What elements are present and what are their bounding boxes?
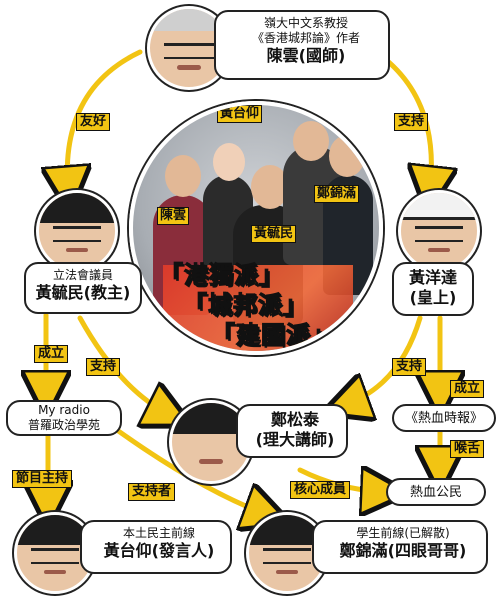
civic-passion-label: 熱血公民 [409,485,462,500]
zheng-songtai-name: 鄭松泰 [270,410,319,429]
huang-taiyang-box: 本土民主前線 黃台仰(發言人) [80,520,232,574]
arrow-top-to-left [67,49,143,190]
edge-label-friendly: 友好 [76,113,111,131]
arrow-right-to-center [345,315,423,405]
edge-label-supporter: 支持者 [128,483,176,501]
rehotimes-label: 《熱血時報》 [404,411,483,426]
huang-yumin-name: 黃毓民(教主) [35,283,131,302]
arrow-left-to-center [77,315,170,415]
huang-yangda-portrait [398,190,480,272]
edge-label-founded-left: 成立 [34,345,69,363]
huang-yumin-box: 立法會議員 黃毓民(教主) [24,262,142,314]
edge-label-support-top-right: 支持 [394,113,429,131]
photo-label-zheng-jinman: 鄭錦滿 [314,185,360,203]
arrow-top-to-right [377,52,431,190]
huang-taiyang-name: 黃台仰(發言人) [103,541,215,560]
photo-label-huang-yumin: 黃毓民 [251,225,297,243]
huang-yangda-title: (皇上) [409,288,457,307]
zheng-jinman-name: 鄭錦滿(四眼哥哥) [339,541,467,560]
huang-yangda-name: 黃洋達 [408,268,457,287]
slogan-hk-independence: 「港獨派」 [159,260,284,290]
myradio-box: My radio 普羅政治學苑 [6,400,122,436]
slogan-nation-building: 「建國派」 [211,320,336,350]
chen-yun-name: 陳雲(國師) [266,46,346,65]
chen-yun-book: 《香港城邦論》作者 [251,31,360,45]
group-photo: 黃台仰 鄭錦滿 陳雲 黃毓民 「港獨派」 「城邦派」 「建國派」 [129,101,383,355]
slogan-city-state: 「城邦派」 [183,290,308,320]
myradio-subtitle: 普羅政治學苑 [27,418,100,432]
photo-label-huang-taiyang: 黃台仰 [217,105,263,123]
huang-taiyang-org: 本土民主前線 [122,526,195,540]
rehotimes-box: 《熱血時報》 [392,404,496,432]
chen-yun-box: 嶺大中文系教授 《香港城邦論》作者 陳雲(國師) [214,10,390,80]
edge-label-founded-right: 成立 [450,380,485,398]
huang-yumin-title: 立法會議員 [52,268,113,282]
civic-passion-box: 熱血公民 [386,478,486,506]
myradio-name: My radio [38,403,90,417]
edge-label-support-left: 支持 [86,358,121,376]
chen-yun-title: 嶺大中文系教授 [263,16,348,30]
zheng-jinman-org: 學生前線(已解散) [356,526,450,540]
edge-label-program-host: 節目主持 [12,470,73,488]
edge-label-support-right: 支持 [392,358,427,376]
huang-yangda-box: 黃洋達 (皇上) [392,262,474,316]
edge-label-mouthpiece: 喉舌 [450,440,485,458]
huang-yumin-portrait [36,190,118,272]
photo-label-chen-yun: 陳雲 [157,207,190,225]
zheng-songtai-box: 鄭松泰 (理大講師) [236,404,348,458]
edge-label-core-member: 核心成員 [290,481,351,499]
zheng-songtai-title: (理大講師) [255,430,335,449]
zheng-jinman-box: 學生前線(已解散) 鄭錦滿(四眼哥哥) [312,520,488,574]
